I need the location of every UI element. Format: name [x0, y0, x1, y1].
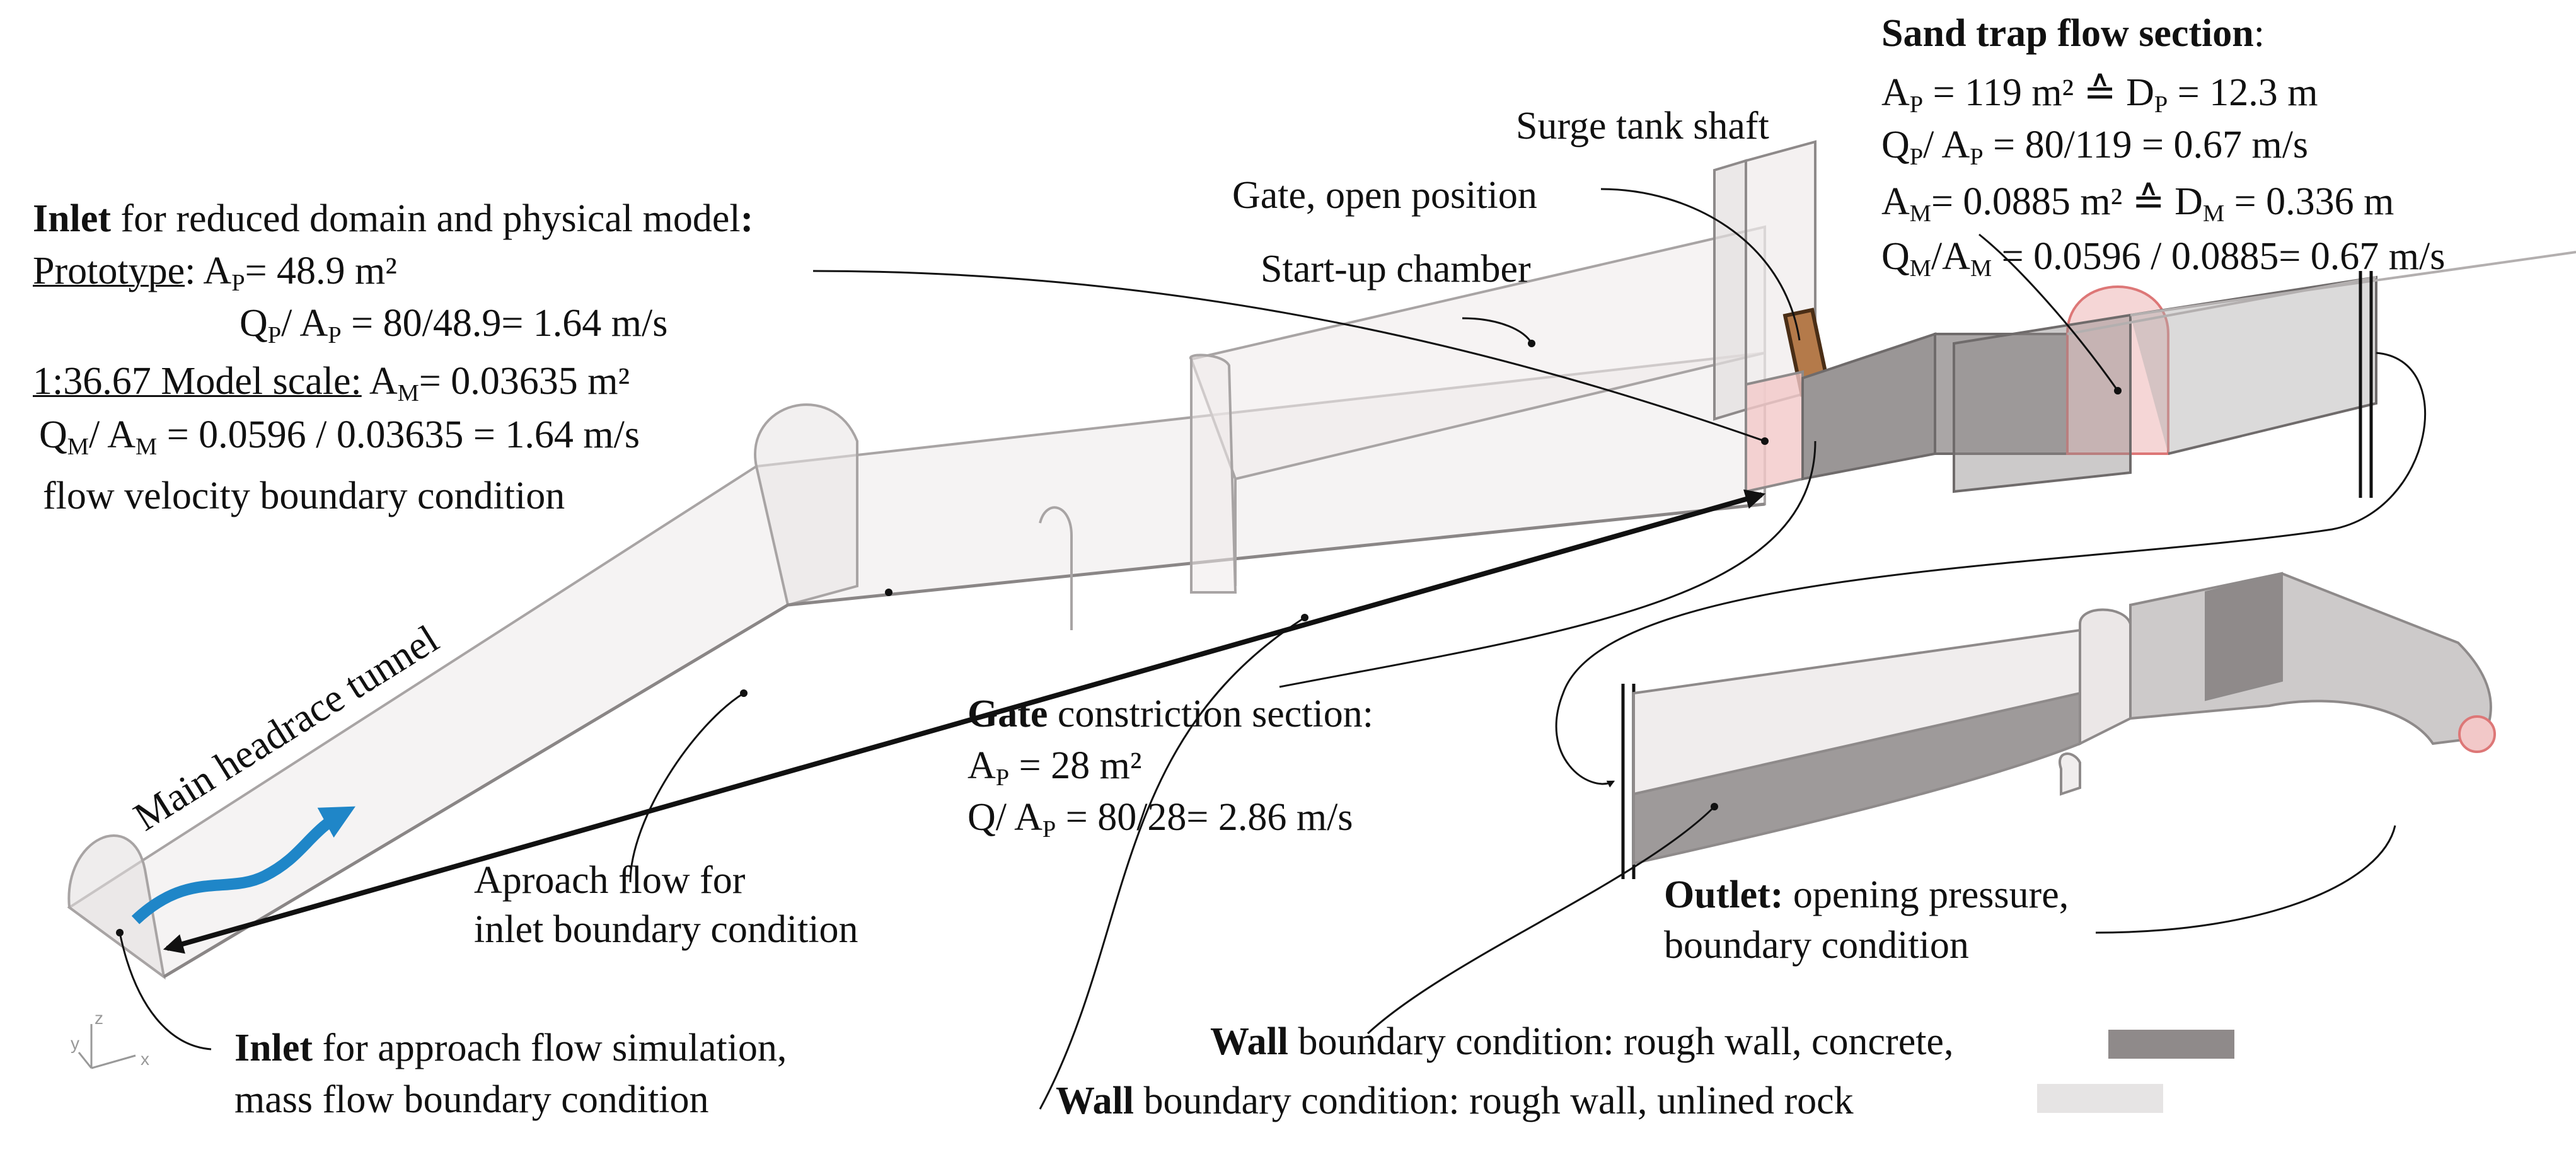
gs1-a-sub: P	[995, 764, 1010, 791]
sand-trap-line3: AM= 0.0885 m² ≙ DM = 0.336 m	[1881, 180, 2394, 227]
gs1-b: = 28 m²	[1009, 744, 1142, 787]
st3-a-sub: M	[1909, 200, 1931, 227]
st3-a: A	[1881, 180, 1910, 223]
gs1-a: A	[967, 744, 996, 787]
st3-b: = 0.0885 m² ≙ D	[1931, 180, 2203, 223]
sand-trap-title: Sand trap flow section:	[1881, 11, 2265, 57]
leader-lines	[118, 188, 2427, 1110]
sand-trap-title-colon: :	[2253, 12, 2265, 55]
mv-a-sub: M	[67, 433, 89, 460]
sand-trap-line1: AP = 119 m² ≙ DP = 12.3 m	[1881, 71, 2318, 118]
inlet-approach-line2: mass flow boundary condition	[234, 1078, 709, 1121]
gate-open-label: Gate, open position	[1232, 174, 1537, 217]
flow-path-arrow	[163, 489, 1766, 954]
rock-wall-swatch	[2037, 1084, 2163, 1113]
anchor-dots	[116, 340, 2122, 936]
wall-rock-bold: Wall	[1056, 1079, 1135, 1122]
gs2-b: = 80/28= 2.86 m/s	[1056, 796, 1353, 839]
approach-flow-line2: inlet boundary condition	[474, 908, 858, 951]
xyz-axis-icon	[78, 1024, 136, 1069]
sand-trap-section	[1801, 251, 2576, 493]
approach-flow-line1: Aproach flow for	[474, 859, 746, 902]
inlet-flow-arrow	[131, 806, 355, 924]
st3-c: = 0.336 m	[2224, 180, 2394, 223]
gate-section-line1: AP = 28 m²	[967, 744, 1142, 791]
wall-rock-label: Wall boundary condition: rough wall, unl…	[1056, 1079, 1854, 1124]
concrete-wall-swatch	[2108, 1030, 2234, 1059]
st3-b-sub: M	[2202, 200, 2225, 227]
st4-a-sub: M	[1909, 255, 1931, 282]
wall-rock-rest: boundary condition: rough wall, unlined …	[1134, 1079, 1854, 1122]
outlet-line2: boundary condition	[1664, 924, 1969, 967]
st2-a-sub: P	[1909, 143, 1924, 170]
ma-sub: M	[397, 379, 419, 406]
sand-trap-title-bold: Sand trap flow section	[1881, 12, 2254, 55]
pv-b-sub: P	[328, 321, 342, 348]
startup-chamber-label: Start-up chamber	[1261, 248, 1531, 291]
gate-section-line2: Q/ AP = 80/28= 2.86 m/s	[967, 795, 1353, 841]
pv-c: = 80/48.9= 1.64 m/s	[341, 302, 668, 345]
st2-c: = 80/119 = 0.67 m/s	[1983, 124, 2309, 166]
gate-section-title-bold: Gate	[967, 693, 1048, 735]
st1-b: = 119 m² ≙ D	[1923, 71, 2154, 114]
st1-a-sub: P	[1909, 91, 1924, 118]
prototype-area-sub: P	[231, 269, 245, 296]
surge-tank-label: Surge tank shaft	[1516, 105, 1769, 147]
prototype-area: Prototype: AP= 48.9 m²	[33, 249, 397, 296]
inlet-reduced-title-bold: Inlet	[33, 197, 111, 240]
mv-a: Q	[39, 413, 67, 456]
st4-b: /A	[1931, 235, 1970, 278]
model-velocity: QM/ AM = 0.0596 / 0.03635 = 1.64 m/s	[39, 413, 640, 460]
mv-b-sub: M	[136, 433, 158, 460]
sand-trap-line2: QP/ AP = 80/119 = 0.67 m/s	[1881, 123, 2309, 170]
st2-b: / A	[1923, 124, 1970, 166]
pv-a-sub: P	[267, 321, 282, 348]
inlet-reduced-title-rest: for reduced domain and physical model	[111, 197, 741, 240]
wall-concrete-rest: boundary condition: rough wall, concrete…	[1288, 1020, 1954, 1063]
inlet-reduced-title: Inlet for reduced domain and physical mo…	[33, 197, 753, 242]
wall-concrete-bold: Wall	[1210, 1020, 1289, 1063]
gs2-a: Q/ A	[967, 796, 1043, 839]
st1-b-sub: P	[2154, 91, 2168, 118]
inlet-reduced-title-colon: :	[740, 197, 754, 240]
inlet-approach-line1: Inlet for approach flow simulation,	[234, 1026, 787, 1071]
wall-concrete-label: Wall boundary condition: rough wall, con…	[1210, 1020, 1953, 1065]
axis-label-y: y	[71, 1033, 79, 1053]
model-scale-label: 1:36.67 Model scale:	[33, 360, 362, 403]
pv-b: / A	[281, 302, 328, 345]
mv-c: = 0.0596 / 0.03635 = 1.64 m/s	[157, 413, 640, 456]
outlet-rest: opening pressure,	[1783, 873, 2069, 916]
prototype-velocity: QP/ AP = 80/48.9= 1.64 m/s	[240, 301, 667, 347]
st2-b-sub: P	[1970, 143, 1984, 170]
gs2-a-sub: P	[1042, 815, 1056, 843]
prototype-label: Prototype	[33, 250, 185, 292]
ma-pre: A	[361, 360, 398, 403]
inlet-approach-bold: Inlet	[234, 1027, 313, 1069]
outlet-line1: Outlet: opening pressure,	[1664, 873, 2069, 918]
mv-b: / A	[88, 413, 136, 456]
axis-label-x: x	[141, 1049, 149, 1069]
prototype-area-pre: : A	[185, 250, 232, 292]
outlet-section	[1632, 572, 2496, 865]
inlet-reduced-footer: flow velocity boundary condition	[43, 475, 565, 517]
st2-a: Q	[1881, 124, 1910, 166]
st1-a: A	[1881, 71, 1910, 114]
st4-b-sub: M	[1970, 255, 1992, 282]
gate-section-title-rest: constriction section:	[1048, 693, 1373, 735]
st4-a: Q	[1881, 235, 1910, 278]
st1-c: = 12.3 m	[2168, 71, 2318, 114]
ma-post: = 0.03635 m²	[419, 360, 630, 403]
st4-c: = 0.0596 / 0.0885= 0.67 m/s	[1992, 235, 2446, 278]
model-area: 1:36.67 Model scale: AM= 0.03635 m²	[33, 359, 630, 405]
outlet-bold: Outlet:	[1664, 873, 1784, 916]
pv-a: Q	[240, 302, 268, 345]
gate-section-title: Gate constriction section:	[967, 692, 1373, 737]
sand-trap-line4: QM/AM = 0.0596 / 0.0885= 0.67 m/s	[1881, 234, 2445, 280]
axis-label-z: z	[95, 1008, 103, 1028]
gate-chamber	[1745, 370, 1804, 493]
inlet-approach-rest: for approach flow simulation,	[313, 1027, 787, 1069]
prototype-area-post: = 48.9 m²	[245, 250, 397, 292]
